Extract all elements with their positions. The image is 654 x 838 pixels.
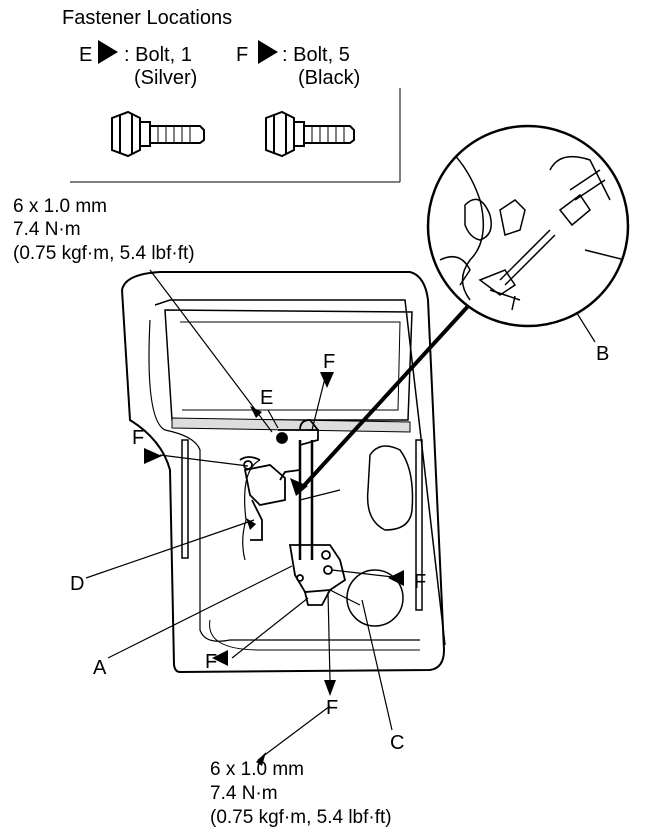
callout-f-top: F <box>323 351 336 373</box>
fastener-e-color: (Silver) <box>134 67 198 89</box>
torque-bottom-value: 7.4 N·m <box>210 783 278 804</box>
bolt-icon <box>111 110 205 158</box>
torque-top-size: 6 x 1.0 mm <box>13 196 107 217</box>
detail-magnifier-circle <box>426 124 630 328</box>
callout-f-bottom: F <box>326 697 339 719</box>
bolt-icon <box>265 110 355 158</box>
fastener-f-letter: F <box>236 44 249 66</box>
window-regulator <box>239 419 347 606</box>
torque-top-value: 7.4 N·m <box>13 219 81 240</box>
callout-d: D <box>70 573 85 595</box>
torque-bottom-alt: (0.75 kgf·m, 5.4 lbf·ft) <box>210 807 392 828</box>
callout-f-right: F <box>414 571 427 593</box>
arrow-marker-icon <box>258 40 278 64</box>
fastener-e-desc: : Bolt, 1 <box>124 44 192 66</box>
leader-lines <box>85 253 596 761</box>
door-outline <box>120 271 446 674</box>
fastener-f-desc: : Bolt, 5 <box>282 44 350 66</box>
fastener-locations-title: Fastener Locations <box>62 7 233 29</box>
fastener-e-letter: E <box>79 44 93 66</box>
callout-b: B <box>596 343 610 365</box>
arrow-marker-icon <box>144 372 404 766</box>
callout-a: A <box>93 657 107 679</box>
torque-bottom-size: 6 x 1.0 mm <box>210 759 304 780</box>
torque-top-alt: (0.75 kgf·m, 5.4 lbf·ft) <box>13 243 195 264</box>
callout-c: C <box>390 732 405 754</box>
fastener-f-color: (Black) <box>298 67 361 89</box>
arrow-marker-icon <box>98 40 118 64</box>
callout-e: E <box>260 387 274 409</box>
cable <box>242 459 361 606</box>
callout-f-left: F <box>132 427 145 449</box>
